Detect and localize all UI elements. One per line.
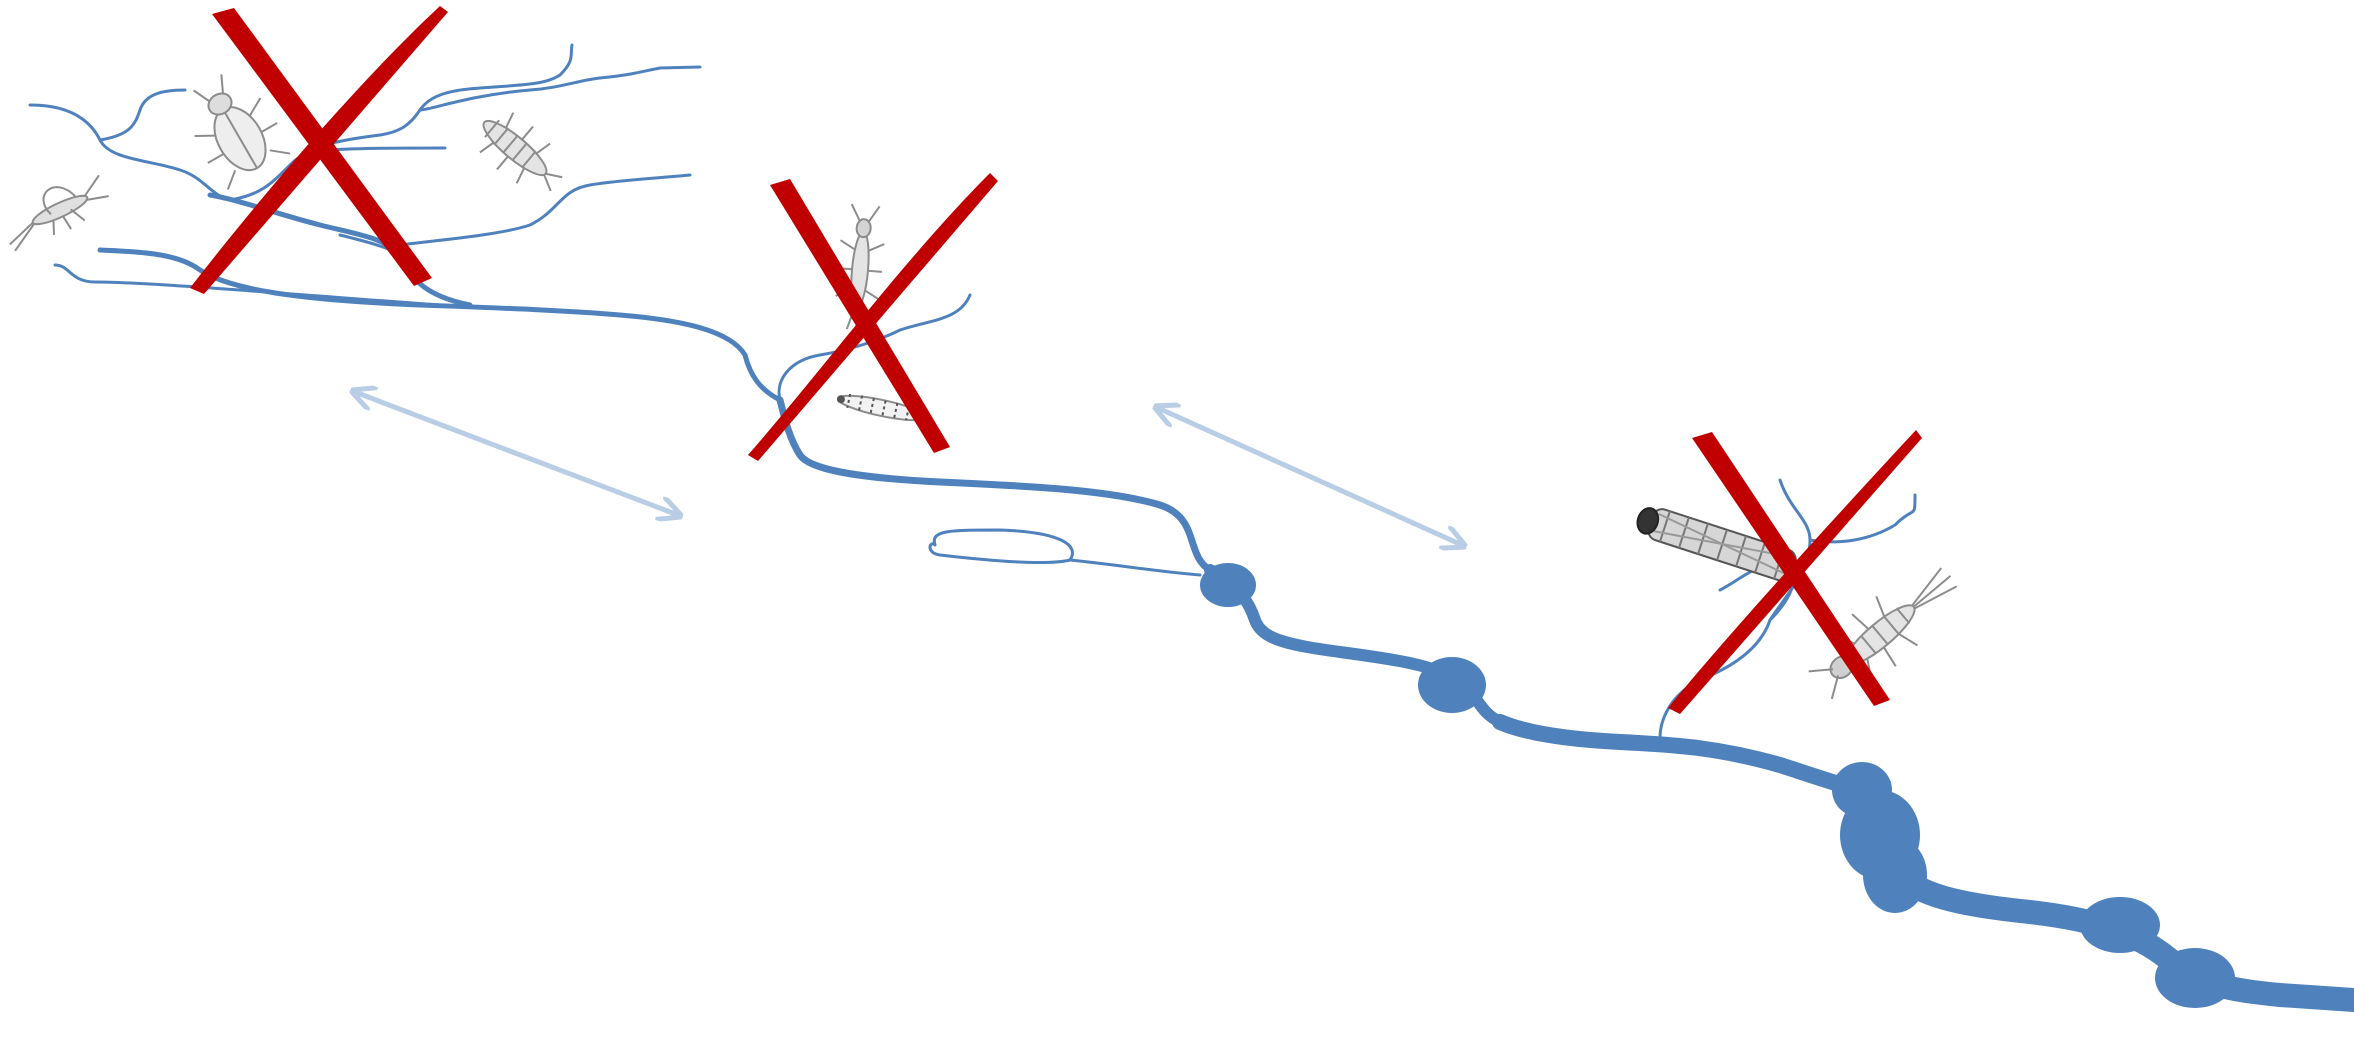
extinction-crosses (190, 6, 1922, 714)
larva-icon (466, 101, 575, 205)
main-stem-lower-3 (1860, 790, 2354, 1000)
x-cross-icon (1668, 430, 1922, 714)
river-pools (1200, 563, 2235, 1008)
tributary (930, 530, 1072, 562)
main-stem-mid (780, 400, 1210, 570)
main-stem-lower-2 (1500, 722, 1860, 790)
pool (1418, 657, 1486, 713)
tributary (400, 175, 690, 245)
pool (2080, 897, 2160, 953)
headwater-stream (100, 250, 780, 400)
pool (1200, 563, 1256, 607)
tributary (100, 90, 185, 140)
mid-tributaries (779, 295, 1200, 575)
pool (1863, 837, 1927, 913)
tributary (30, 105, 230, 200)
tributary (1070, 560, 1200, 575)
river-network (30, 45, 2354, 1008)
double-headed-arrow-icon (355, 392, 678, 515)
mayfly-icon (0, 168, 115, 256)
tributary (330, 148, 445, 150)
pool (2155, 948, 2235, 1008)
double-headed-arrow-icon (1158, 408, 1462, 545)
